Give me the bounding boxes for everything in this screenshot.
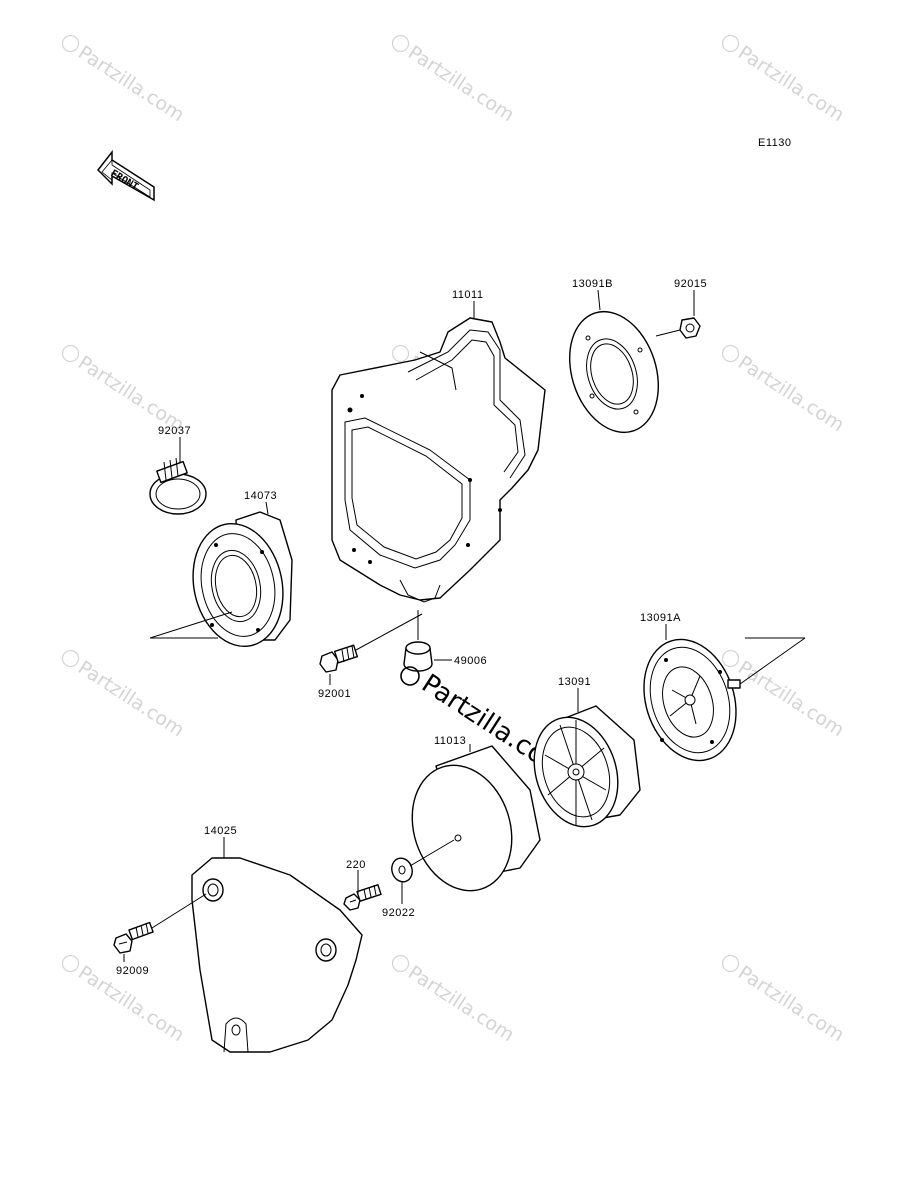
watermark: Partzilla.com [734,962,848,1047]
bolt-92001 [319,644,359,673]
part-label-11011: 11011 [452,289,483,301]
bolt-92009 [113,921,154,954]
watermark: Partzilla.com [74,657,188,742]
intake-duct-14073 [192,511,293,648]
gasket-plate-13091b [568,310,660,434]
filter-element-11013 [411,745,541,892]
part-label-92037: 92037 [158,425,191,437]
watermark: Partzilla.com [404,962,518,1047]
side-cover-14025 [191,857,363,1053]
part-label-92015: 92015 [674,278,707,290]
part-label-14073: 14073 [244,490,277,502]
watermark: Partzilla.com [734,657,848,742]
nut-92015 [679,317,701,339]
part-label-92001: 92001 [318,688,351,700]
watermark: Partzilla.com [734,352,848,437]
watermark: Partzilla.com [74,42,188,127]
part-label-11013: 11013 [434,735,466,747]
screw-220 [343,884,382,911]
drain-cap-49006 [403,641,433,672]
filter-cage-13091 [533,705,641,828]
filter-plate-13091a [643,638,741,762]
clamp-92037 [149,457,207,515]
watermark: Partzilla.com [734,42,848,127]
front-arrow-icon: FRONT [97,149,155,202]
part-label-13091b: 13091B [572,278,613,290]
washer-92022 [391,857,413,883]
part-label-14025: 14025 [204,825,237,837]
air-cleaner-housing [331,317,546,603]
diagram-code: E1130 [758,137,792,149]
part-label-13091a: 13091A [640,612,681,624]
part-label-92022: 92022 [382,907,415,919]
watermark: Partzilla.com [74,352,188,437]
part-label-13091: 13091 [558,676,591,688]
part-label-220: 220 [346,859,366,871]
part-label-49006: 49006 [454,655,487,667]
part-label-92009: 92009 [116,965,149,977]
watermark: Partzilla.com [404,42,518,127]
